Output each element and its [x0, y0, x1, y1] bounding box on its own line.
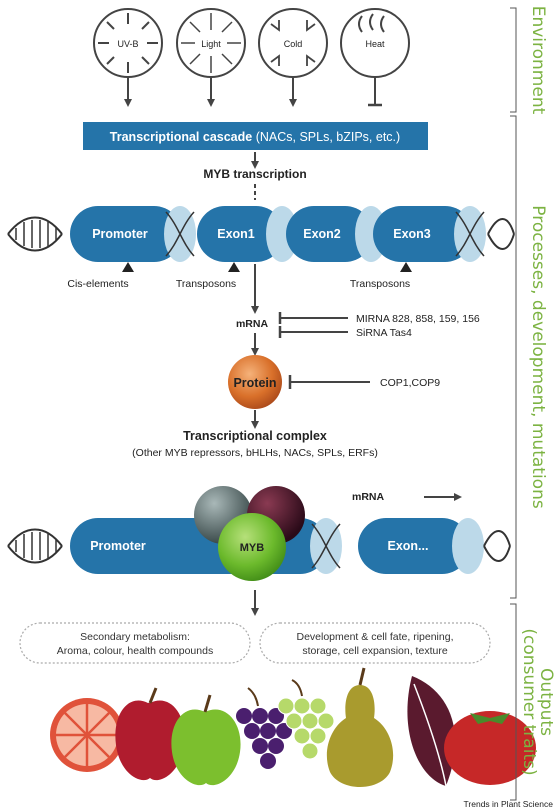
exon2-segment: Exon2: [286, 206, 387, 262]
output-right-line1: Development & cell fate, ripening,: [296, 631, 453, 643]
green-grapes-icon: [277, 679, 335, 760]
promoter-segment: Promoter: [70, 206, 196, 262]
side-bracket-environment: [510, 7, 517, 113]
output-right-line2: storage, cell expansion, texture: [302, 645, 447, 657]
dna-right-bottom: [483, 530, 511, 562]
green-apple-icon: [171, 694, 241, 786]
complex-subtitle: (Other MYB repressors, bHLHs, NACs, SPLs…: [132, 447, 378, 459]
environment-label: Environment: [528, 6, 548, 115]
cis-element-marker: [122, 262, 134, 272]
stressor-label-cold: Cold: [284, 39, 303, 49]
stressor-label-heat: Heat: [365, 39, 385, 49]
bottom-exon-label: Exon...: [388, 539, 429, 553]
mrna-label: mRNA: [236, 318, 269, 330]
bottom-mrna-label: mRNA: [352, 491, 385, 503]
stressor-label-light: Light: [201, 39, 221, 49]
exon3-segment: Exon3: [373, 206, 486, 262]
consumer-traits-label: (consumer traits): [519, 628, 539, 775]
stressor-heat: Heat: [340, 8, 410, 107]
processes-label: Processes, development, mutations: [528, 205, 548, 509]
stressor-label-uvb: UV-B: [117, 39, 138, 49]
light-rays-icon: [181, 13, 241, 73]
tomato-icon: [444, 711, 536, 785]
snowflake-icon: [270, 20, 316, 66]
mirna-label: MIRNA 828, 858, 159, 156: [356, 313, 480, 325]
transposon-marker-2: [400, 262, 412, 272]
svg-text:Exon3: Exon3: [393, 227, 431, 241]
outputs-label: Outputs: [536, 668, 556, 736]
cis-elements-label: Cis-elements: [67, 278, 128, 290]
myb-label: MYB: [240, 542, 265, 554]
svg-text:Exon1: Exon1: [217, 227, 255, 241]
sun-icon: [98, 13, 158, 73]
svg-text:Promoter: Promoter: [92, 227, 148, 241]
red-apple-icon: [115, 687, 185, 781]
leaf-icon: [407, 676, 456, 787]
sirna-label: SiRNA Tas4: [356, 327, 412, 339]
heat-waves-icon: [358, 13, 385, 33]
pear-icon: [326, 667, 394, 787]
bottom-promoter-label: Promoter: [90, 539, 146, 553]
protein-label: Protein: [233, 376, 276, 390]
complex-title: Transcriptional complex: [183, 429, 327, 443]
stressor-uvb: UV-B: [93, 8, 163, 107]
side-bracket-outputs: [510, 603, 517, 801]
transposons-label-1: Transposons: [176, 278, 236, 290]
myb-protein: [218, 513, 286, 581]
exon1-segment: Exon1: [197, 206, 298, 262]
grapefruit-icon: [50, 698, 124, 772]
transposon-marker-1: [228, 262, 240, 272]
output-secondary-metabolism-box: [19, 622, 251, 664]
output-left-line1: Secondary metabolism:: [80, 631, 190, 643]
dna-left-bottom: [7, 528, 63, 564]
stressor-light: Light: [176, 8, 246, 107]
myb-transcription-label: MYB transcription: [203, 167, 306, 181]
cop-label: COP1,COP9: [380, 377, 440, 389]
side-bracket-processes: [510, 115, 517, 599]
bottom-exon-segment: Exon...: [358, 518, 484, 574]
cascade-text: Transcriptional cascade (NACs, SPLs, bZI…: [110, 130, 400, 144]
svg-text:Exon2: Exon2: [303, 227, 341, 241]
stressor-cold: Cold: [258, 8, 328, 107]
cascade-bar: [83, 122, 428, 150]
dna-left-top: [7, 216, 63, 252]
transposons-label-2: Transposons: [350, 278, 410, 290]
purple-grapes-icon: [236, 687, 292, 769]
protein-circle: [228, 355, 282, 409]
journal-credit: Trends in Plant Science: [464, 799, 554, 809]
output-development-box: [259, 622, 491, 664]
dna-right-top: [487, 218, 515, 250]
output-left-line2: Aroma, colour, health compounds: [57, 645, 213, 657]
